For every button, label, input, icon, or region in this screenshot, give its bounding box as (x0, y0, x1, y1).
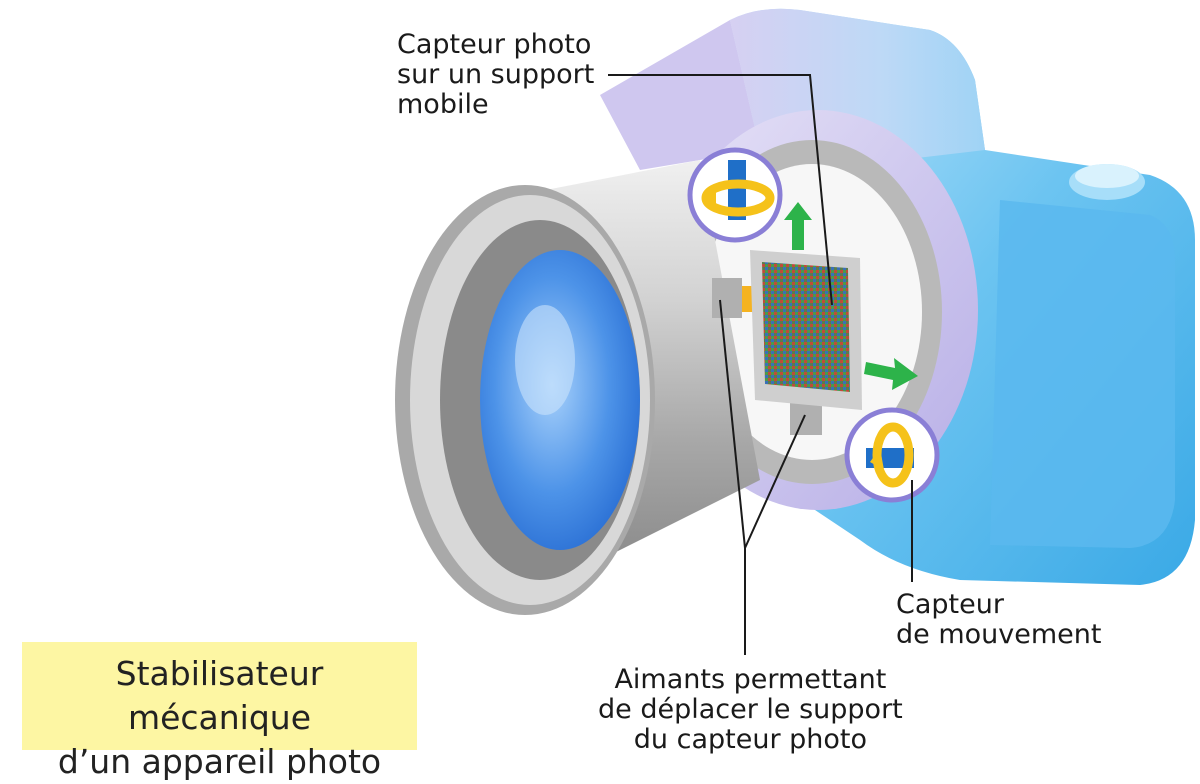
lens-barrel (395, 160, 760, 615)
label-magnets: Aimants permettant de déplacer le suppor… (598, 665, 903, 755)
rotation-icon (687, 147, 940, 503)
label-moving-sensor: Capteur photo sur un support mobile (397, 30, 594, 120)
camera-stabilizer-illustration (395, 8, 1195, 655)
leader-line-magnet-bottom (744, 414, 806, 549)
label-line: Capteur photo (397, 29, 592, 60)
diagram-title: Stabilisateur mécanique d’un appareil ph… (22, 642, 417, 781)
label-line: de mouvement (896, 619, 1102, 650)
label-line: Capteur (896, 589, 1004, 620)
leader-line-magnet-left (719, 299, 746, 549)
title-line: Stabilisateur mécanique (115, 654, 324, 737)
image-sensor (750, 250, 862, 410)
label-line: mobile (397, 89, 489, 120)
leader-lines (608, 74, 913, 655)
label-line: sur un support (397, 59, 595, 90)
motion-arrow (784, 202, 918, 390)
title-line: d’un appareil photo (57, 742, 382, 781)
label-line: de déplacer le support (598, 694, 903, 725)
leader-line-sensor (608, 74, 833, 306)
label-motion-sensor: Capteur de mouvement (896, 590, 1101, 650)
label-line: Aimants permettant (614, 664, 887, 695)
label-line: du capteur photo (633, 724, 867, 755)
